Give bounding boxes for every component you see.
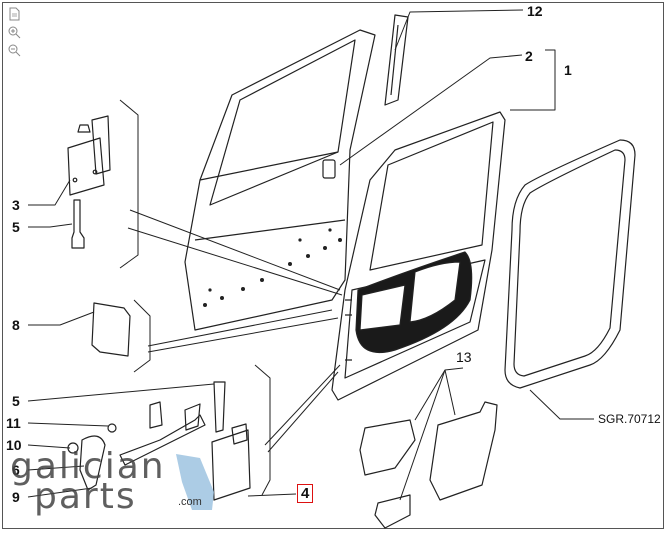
callout-12[interactable]: 12	[527, 3, 543, 19]
watermark-shape	[176, 454, 214, 510]
callout-2[interactable]: 2	[525, 48, 533, 64]
callout-5-lower[interactable]: 5	[12, 393, 20, 409]
inner-covers	[359, 401, 498, 529]
watermark-line1: galician	[10, 446, 166, 487]
callout-4-highlighted[interactable]: 4	[297, 484, 314, 503]
watermark-suffix: .com	[178, 496, 202, 508]
callout-10[interactable]: 10	[6, 437, 22, 453]
viewer-toolbar	[6, 6, 24, 60]
outer-door-panel	[184, 29, 376, 331]
check-strap-cover	[91, 302, 131, 357]
door-seal	[504, 139, 636, 389]
lower-hinge-assembly	[67, 381, 251, 501]
leader-lines	[27, 9, 594, 501]
watermark-line2: parts	[34, 476, 137, 517]
callout-11[interactable]: 11	[6, 415, 21, 431]
callout-5-upper[interactable]: 5	[12, 219, 20, 235]
callout-1[interactable]: 1	[564, 62, 572, 78]
callout-13[interactable]: 13	[456, 349, 472, 365]
zoom-out-button[interactable]	[6, 42, 22, 58]
hinge-bolt-upper	[71, 199, 85, 249]
fit-page-button[interactable]	[6, 6, 22, 22]
window-trim-strip	[384, 14, 409, 106]
callout-8[interactable]: 8	[12, 317, 20, 333]
inner-door-structure	[331, 111, 506, 401]
callout-3[interactable]: 3	[12, 197, 20, 213]
zoom-out-icon	[8, 44, 21, 57]
drawing-reference: SGR.70712	[598, 412, 661, 426]
page-icon	[9, 7, 20, 21]
upper-hinge	[67, 115, 111, 196]
callout-9[interactable]: 9	[12, 489, 20, 505]
zoom-in-button[interactable]	[6, 24, 22, 40]
zoom-in-icon	[8, 26, 21, 39]
callout-6[interactable]: 6	[12, 462, 20, 478]
diagram-frame	[2, 2, 664, 529]
